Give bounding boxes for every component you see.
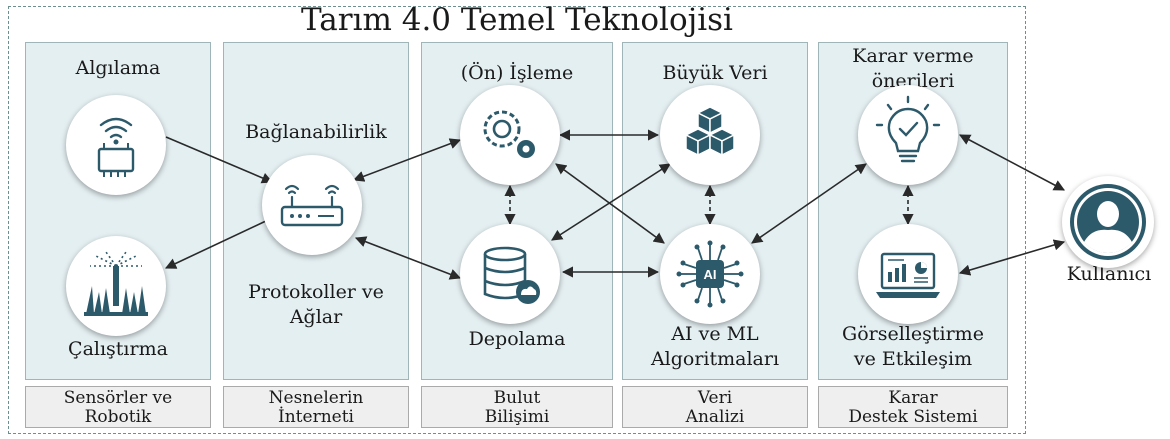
label-user: Kullanıcı <box>1066 263 1152 285</box>
router-icon <box>280 184 344 227</box>
footer-data-analysis: Veri Analizi <box>622 386 808 428</box>
label-decision-line1: Karar verme <box>852 45 974 67</box>
arrow-router-storage <box>354 236 462 280</box>
label-sensing: Algılama <box>75 57 161 79</box>
label-ai-line2: Algoritmaları <box>650 348 780 370</box>
footer-line: Nesnelerin <box>268 388 364 408</box>
label-protocols-line2: Ağlar <box>289 306 343 328</box>
database-cloud-icon <box>483 246 540 304</box>
footer-line: Sensörler ve <box>63 388 173 408</box>
node-processing <box>460 85 560 185</box>
sprinkler-grass-icon <box>84 251 148 316</box>
gears-icon <box>483 110 535 158</box>
label-big-data: Büyük Veri <box>662 62 768 84</box>
node-ai-ml: AI <box>660 224 760 324</box>
footer-cloud-computing: Bulut Bilişimi <box>421 386 613 428</box>
lightbulb-check-icon <box>875 95 941 163</box>
user-avatar-icon <box>1070 184 1146 260</box>
arrow-ai-decision <box>751 163 867 244</box>
wifi-chip-icon <box>97 117 135 177</box>
label-processing: (Ön) İşleme <box>460 62 574 84</box>
footer-line: İnterneti <box>278 407 354 427</box>
footer-line: Robotik <box>84 407 152 427</box>
node-decision <box>858 85 958 185</box>
footer-line: Destek Sistemi <box>848 407 978 427</box>
label-protocols: Protokoller ve Ağlar <box>223 280 409 330</box>
node-big-data <box>660 85 760 185</box>
arrow-sensing-to-router <box>165 136 274 184</box>
label-actuation: Çalıştırma <box>68 338 168 360</box>
node-connectivity <box>262 155 362 255</box>
node-sensing <box>66 95 166 195</box>
node-visualization <box>858 224 958 324</box>
node-user <box>1062 176 1154 268</box>
footer-line: Veri <box>697 388 733 408</box>
arrow-router-to-actuation <box>164 219 269 269</box>
footer-line: Karar <box>888 388 938 408</box>
footer-decision-support: Karar Destek Sistemi <box>818 386 1008 428</box>
footer-line: Bilişimi <box>484 407 550 427</box>
label-viz-line1: Görselleştirme <box>842 323 984 345</box>
label-visualization: Görselleştirme ve Etkileşim <box>818 322 1008 372</box>
label-viz-line2: ve Etkileşim <box>853 348 973 370</box>
arrow-bigdata-storage <box>551 163 671 241</box>
arrow-router-processing <box>352 138 462 182</box>
footer-line: Analizi <box>685 407 745 427</box>
footer-iot: Nesnelerin İnterneti <box>223 386 409 428</box>
label-storage: Depolama <box>468 328 566 350</box>
ai-chip-icon: AI <box>676 240 744 308</box>
arrow-decision-user <box>959 134 1065 191</box>
label-connectivity: Bağlanabilirlik <box>245 121 387 143</box>
footer-sensors-robotics: Sensörler ve Robotik <box>25 386 211 428</box>
node-actuation <box>66 236 166 336</box>
arrow-viz-user <box>958 239 1066 276</box>
node-storage <box>460 224 560 324</box>
cubes-icon <box>684 106 736 157</box>
footer-line: Bulut <box>493 388 541 408</box>
diagram-frame <box>8 6 1026 434</box>
label-protocols-line1: Protokoller ve <box>248 281 384 303</box>
laptop-dashboard-icon <box>876 252 940 298</box>
svg-text:AI: AI <box>704 267 717 282</box>
diagram-title: Tarım 4.0 Temel Teknolojisi <box>301 2 733 38</box>
label-ai-ml: AI ve ML Algoritmaları <box>622 322 808 372</box>
label-ai-line1: AI ve ML <box>671 323 759 345</box>
